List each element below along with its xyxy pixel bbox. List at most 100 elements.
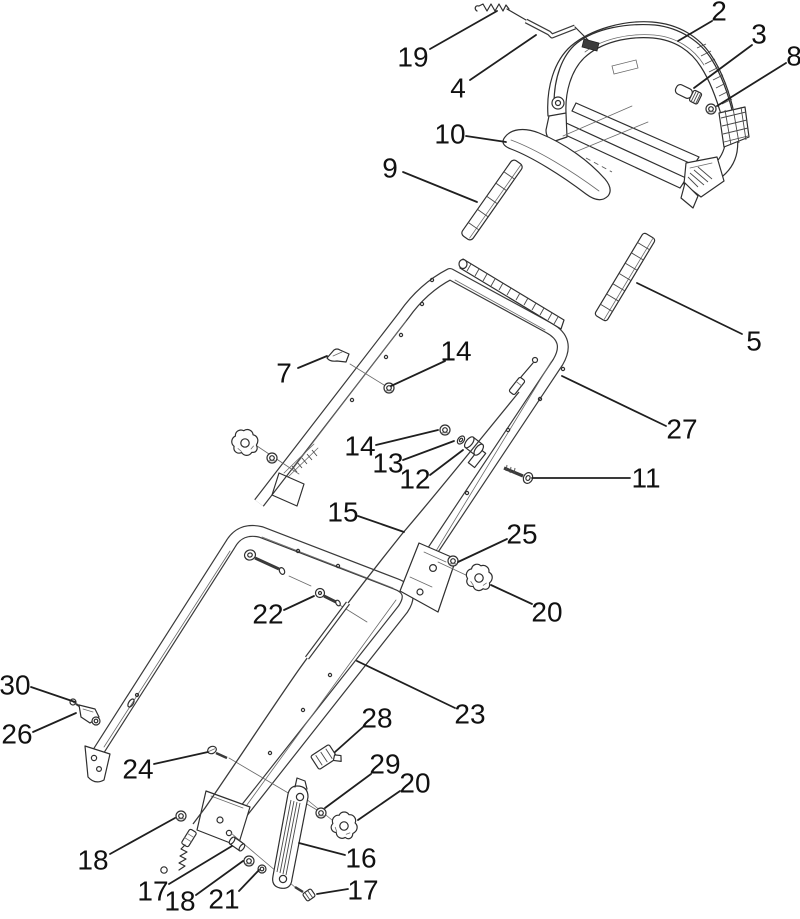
nut-25: [447, 555, 459, 567]
callout-label-27: 16: [345, 843, 376, 874]
callout-label-4: 8: [786, 41, 800, 72]
callout-label-26: 18: [77, 845, 108, 876]
callout-leader-31: [316, 888, 349, 895]
callout-label-24: 29: [369, 749, 400, 780]
callout-leader-30: [238, 869, 260, 892]
upper-handle: [254, 258, 569, 560]
callout-leader-23: [153, 751, 209, 765]
nut-18-left: [175, 810, 187, 822]
callout-label-13: 12: [399, 464, 430, 495]
nut-29: [315, 807, 327, 819]
lower-handle: [84, 524, 414, 847]
callout-label-17: 20: [531, 597, 562, 628]
callout-label-7: 5: [746, 326, 762, 357]
callout-leader-26: [109, 817, 176, 855]
callout-leader-21: [30, 686, 76, 703]
grip-strip-left: [461, 159, 523, 241]
callout-leader-3: [693, 44, 753, 89]
callout-leader-19: [356, 660, 456, 709]
washer-21: [257, 864, 267, 874]
bolt-22: [314, 587, 341, 607]
callout-label-23: 24: [122, 754, 153, 785]
cable-grommet-group: [439, 424, 485, 456]
callout-label-25: 20: [399, 768, 430, 799]
knob-left: [231, 428, 259, 456]
spring: [474, 3, 510, 12]
callout-leader-20: [334, 726, 364, 753]
callout-label-31: 17: [347, 875, 378, 906]
callout-leader-28: [168, 845, 233, 885]
callout-label-16: 25: [506, 519, 537, 550]
callout-leader-18: [283, 595, 315, 611]
callout-leader-12: [402, 440, 455, 461]
callout-label-14: 11: [631, 463, 660, 494]
callout-leader-22: [32, 712, 77, 733]
callout-label-11: 14: [344, 431, 375, 462]
callout-label-30: 21: [208, 884, 239, 915]
callout-leader-25: [357, 790, 401, 821]
callout-leader-13: [429, 449, 464, 476]
callout-label-22: 26: [1, 719, 32, 750]
bail-handle-assembly: [545, 21, 750, 209]
callout-leader-6: [402, 171, 478, 203]
callout-label-29: 18: [164, 886, 195, 917]
bolt-11: [503, 464, 534, 484]
spacer-17: [228, 836, 246, 852]
callout-leader-1: [469, 34, 537, 81]
callout-leader-16: [457, 538, 508, 563]
callout-label-10: 27: [666, 414, 697, 445]
grip-strip-right: [594, 232, 656, 322]
callout-label-18: 22: [252, 599, 283, 630]
callout-leader-29: [195, 860, 244, 896]
cable-clip: [326, 348, 350, 363]
callout-label-6: 9: [382, 153, 398, 184]
bolt: [674, 83, 703, 105]
height-bracket: [272, 777, 309, 889]
handle-junction-plate: [399, 542, 457, 613]
knob-20-lower: [325, 807, 363, 844]
callout-leader-11: [375, 429, 439, 446]
callout-label-19: 23: [454, 699, 485, 730]
cover-panel: [502, 128, 611, 201]
nut-14: [439, 424, 451, 436]
callout-leader-0: [429, 10, 498, 50]
knob-20: [462, 560, 496, 594]
cable-clamp: [581, 38, 600, 52]
bolt-17: [294, 885, 316, 902]
callout-leader-4: [716, 62, 787, 107]
grommet: [463, 436, 485, 456]
callout-label-15: 15: [327, 497, 358, 528]
bolt-24: [207, 745, 228, 760]
callout-label-2: 2: [711, 0, 727, 27]
callout-leader-27: [298, 842, 346, 856]
callout-label-8: 7: [276, 358, 292, 389]
callout-leader-8: [297, 355, 328, 369]
spring-coil: [178, 844, 188, 871]
callout-label-20: 28: [361, 703, 392, 734]
callout-label-0: 19: [397, 42, 428, 73]
assembly-dash-line: [585, 157, 613, 173]
callout-leader-5: [465, 135, 507, 143]
callout-label-28: 17: [137, 876, 168, 907]
callout-leader-7: [636, 282, 743, 335]
bail-left-boss: [551, 96, 565, 110]
callout-leader-17: [490, 584, 533, 605]
brake-cable-lower: [160, 356, 539, 874]
callout-leader-9: [390, 360, 446, 387]
carriage-bolt: [243, 549, 286, 575]
cable-clamp-28: [310, 744, 342, 770]
callout-leader-10: [561, 375, 667, 427]
nut-left: [266, 452, 278, 464]
callout-label-12: 13: [372, 448, 403, 479]
callout-label-21: 30: [0, 670, 31, 701]
callout-label-5: 10: [434, 119, 465, 150]
callout-label-9: 14: [440, 336, 471, 367]
nut-18-right: [243, 855, 255, 867]
callout-leader-2: [677, 20, 713, 42]
callout-leader-24: [324, 773, 372, 809]
nut-8: [705, 103, 717, 115]
washer-26: [91, 716, 101, 726]
